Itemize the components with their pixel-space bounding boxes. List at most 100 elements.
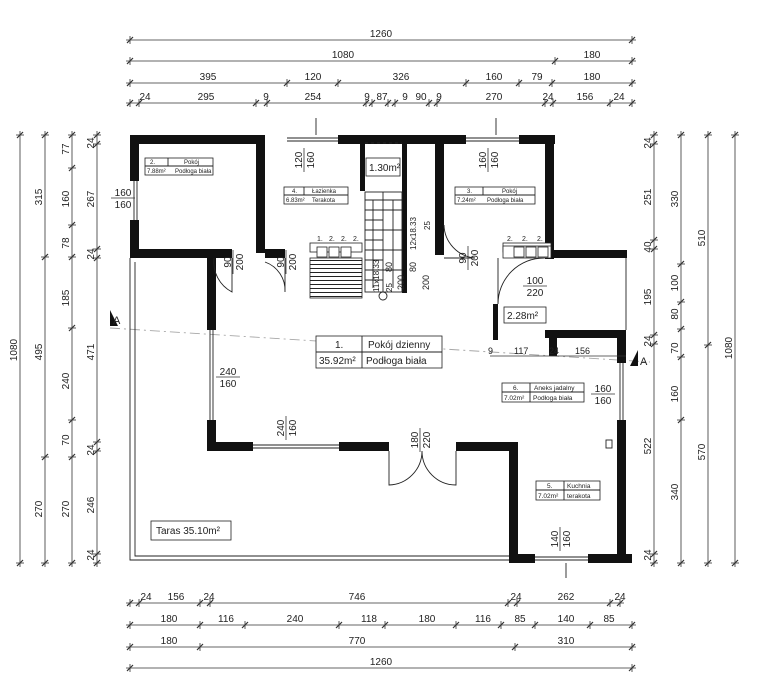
- dim-label: 24: [86, 137, 97, 149]
- terrace-label: Taras 35.10m²: [150, 520, 232, 541]
- dim-label: 87: [376, 92, 388, 103]
- svg-text:156: 156: [575, 346, 590, 356]
- room-4-name: Łazienka: [312, 189, 337, 195]
- svg-text:25: 25: [385, 283, 394, 292]
- dim-label: 1260: [370, 29, 393, 40]
- staircase: [364, 191, 403, 301]
- dim-label: 24: [86, 444, 97, 456]
- dim-label: 180: [584, 72, 601, 83]
- dim-label: 9: [436, 92, 442, 103]
- dim-label: 770: [349, 636, 366, 647]
- dim-label: 240: [287, 614, 304, 625]
- svg-text:2.: 2.: [522, 236, 528, 243]
- opening-height: 160: [595, 396, 612, 407]
- dim-label: 24: [86, 549, 97, 561]
- vestibule-area-label: 2.28m²: [503, 306, 547, 324]
- dim-label: 195: [643, 288, 654, 305]
- dim-label: 90: [415, 92, 427, 103]
- svg-text:80: 80: [384, 262, 394, 272]
- dim-label: 24: [510, 592, 522, 603]
- section-markers: A A: [110, 310, 648, 368]
- room-3-name: Pokój: [502, 189, 517, 195]
- opening-height: 200: [288, 253, 299, 270]
- room-6-name: Aneks jadalny: [534, 385, 575, 392]
- dim-label: 570: [697, 443, 708, 460]
- room-label-4: 4. Łazienka 6.83m² Terakota: [283, 186, 349, 205]
- dim-label: 9: [364, 92, 370, 103]
- stair-run-2: 12x18.33: [409, 217, 418, 250]
- dim-label: 246: [86, 496, 97, 513]
- dim-label: 24: [613, 92, 625, 103]
- svg-text:1.: 1.: [317, 236, 323, 243]
- dim-label: 1080: [9, 338, 20, 361]
- opening-width: 90: [458, 252, 469, 264]
- room-6-area: 7.02m²: [504, 395, 525, 402]
- dim-label: 1260: [370, 657, 393, 668]
- vestibule-dimensions: 9 117 24 156: [488, 346, 626, 357]
- room-5-name: Kuchnia: [567, 483, 591, 490]
- opening-height: 160: [306, 151, 317, 168]
- opening-height: 160: [562, 530, 573, 547]
- svg-text:200: 200: [396, 275, 406, 290]
- room-5-floor: terakota: [567, 493, 591, 500]
- dim-label: 79: [531, 72, 543, 83]
- walls: [130, 135, 632, 563]
- svg-text:25: 25: [423, 221, 432, 230]
- dim-label: 85: [514, 614, 526, 625]
- room-2-area: 7.88m²: [147, 169, 166, 175]
- section-mark-right: A: [640, 356, 648, 368]
- dim-label: 140: [558, 614, 575, 625]
- opening-width: 120: [294, 151, 305, 168]
- dim-label: 270: [486, 92, 503, 103]
- svg-text:2.: 2.: [353, 236, 359, 243]
- dim-label: 24: [643, 549, 654, 561]
- opening-width: 180: [410, 431, 421, 448]
- dim-label: 70: [670, 342, 681, 354]
- dim-label: 118: [361, 614, 377, 625]
- svg-text:2.: 2.: [329, 236, 335, 243]
- opening-height: 160: [288, 419, 299, 436]
- room-3-floor: Podłoga biała: [487, 198, 524, 204]
- room-label-5: 5. Kuchnia 7.02m² terakota: [535, 480, 601, 501]
- section-mark-left: A: [113, 315, 121, 327]
- dim-label: 156: [577, 92, 594, 103]
- room-6-floor: Podłoga biała: [533, 395, 573, 402]
- dim-label: 160: [670, 385, 681, 402]
- dim-label: 9: [402, 92, 408, 103]
- svg-text:2.: 2.: [507, 236, 513, 243]
- windows-and-thin-lines: [109, 118, 651, 578]
- dim-label: 267: [86, 190, 97, 207]
- opening-width: 100: [527, 276, 544, 287]
- dim-label: 78: [61, 237, 72, 249]
- dim-label: 254: [305, 92, 322, 103]
- opening-height: 160: [490, 151, 501, 168]
- svg-text:117: 117: [514, 346, 528, 356]
- dim-label: 24: [139, 92, 151, 103]
- room-4-num: 4.: [292, 189, 297, 195]
- dim-label: 270: [34, 500, 45, 517]
- room-2-name: Pokój: [184, 160, 199, 166]
- dim-label: 1080: [332, 50, 355, 61]
- dim-label: 156: [168, 592, 185, 603]
- svg-text:24: 24: [549, 346, 559, 356]
- dim-label: 326: [393, 72, 410, 83]
- opening-height: 160: [220, 379, 237, 390]
- dim-label: 1080: [724, 336, 735, 359]
- dim-label: 100: [670, 274, 681, 291]
- room-2-num: 2.: [150, 160, 155, 166]
- room-label-2: 2. Pokój 7.88m² Podłoga biała: [144, 157, 214, 176]
- opening-width: 160: [478, 151, 489, 168]
- opening-height: 200: [470, 249, 481, 266]
- stair-run-1: 11x18.33: [372, 259, 381, 292]
- dim-label: 80: [670, 308, 681, 320]
